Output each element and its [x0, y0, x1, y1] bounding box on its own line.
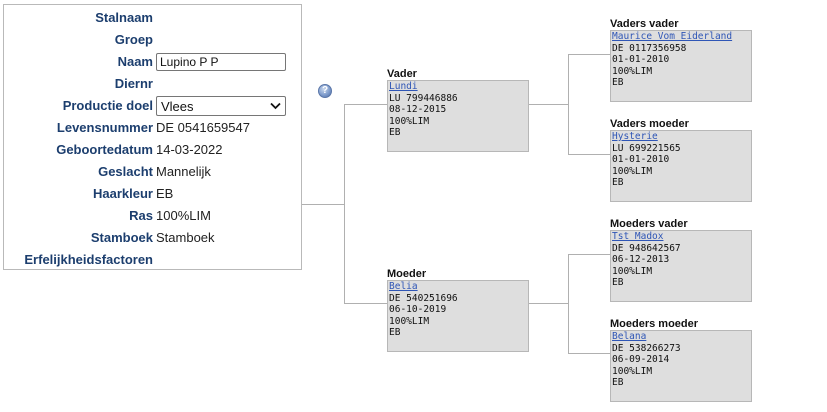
moeders-vader-number: DE 948642567 — [612, 242, 681, 254]
connector-line — [344, 104, 345, 304]
row-geslacht: Geslacht Mannelijk — [4, 161, 301, 183]
erfelijkheidsfactoren-label: Erfelijkheidsfactoren — [24, 252, 153, 267]
vaders-vader-date: 01-01-2010 — [612, 54, 670, 65]
row-productie-doel: Productie doel Vlees — [4, 95, 301, 117]
moeders-moeder-breed: 100%LIM — [612, 365, 653, 377]
vaders-moeder-title: Vaders moeder — [610, 118, 689, 130]
row-erfelijkheidsfactoren: Erfelijkheidsfactoren — [4, 249, 301, 271]
connector-line — [568, 254, 610, 255]
vaders-moeder-date: 01-01-2010 — [612, 154, 670, 165]
moeders-moeder-number: DE 538266273 — [612, 342, 681, 354]
connector-line — [529, 104, 569, 105]
levensnummer-value: DE 0541659547 — [156, 120, 250, 135]
row-naam: Naam — [4, 51, 301, 73]
moeders-moeder-title: Moeders moeder — [610, 318, 699, 330]
moeders-moeder-box: Belana DE 538266273 06-09-2014 100%LIM E… — [610, 330, 752, 402]
geboortedatum-label: Geboortedatum — [56, 142, 153, 157]
moeders-vader-date: 06-12-2013 — [612, 254, 670, 265]
moeders-moeder-date: 06-09-2014 — [612, 354, 670, 365]
moeder-number: DE 540251696 — [389, 292, 458, 304]
stalnaam-label: Stalnaam — [95, 10, 153, 25]
row-ras: Ras 100%LIM — [4, 205, 301, 227]
ras-label: Ras — [129, 208, 153, 223]
vaders-moeder-breed: 100%LIM — [612, 165, 653, 177]
naam-label: Naam — [117, 54, 153, 69]
moeders-vader-breed: 100%LIM — [612, 265, 653, 277]
moeder-breed: 100%LIM — [389, 315, 430, 327]
vader-title: Vader — [387, 68, 417, 80]
moeders-vader-title: Moeders vader — [610, 218, 688, 230]
groep-label: Groep — [114, 32, 153, 47]
connector-line — [529, 303, 569, 304]
stamboek-label: Stamboek — [90, 230, 153, 245]
connector-line — [302, 204, 345, 205]
animal-info-panel: Stalnaam Groep Naam Diernr Productie doe… — [3, 4, 302, 270]
question-icon[interactable]: ? — [318, 84, 332, 98]
moeders-moeder-name-link[interactable]: Belana — [612, 331, 647, 342]
connector-line — [568, 154, 610, 155]
productie-doel-label: Productie doel — [62, 98, 153, 113]
vaders-vader-color: EB — [612, 77, 624, 88]
row-levensnummer: Levensnummer DE 0541659547 — [4, 117, 301, 139]
row-diernr: Diernr — [4, 73, 301, 95]
stamboek-value: Stamboek — [156, 230, 215, 245]
row-stalnaam: Stalnaam — [4, 7, 301, 29]
connector-line — [568, 54, 610, 55]
vaders-moeder-number: LU 699221565 — [612, 142, 681, 154]
vaders-moeder-name-link[interactable]: Hysterie — [612, 131, 658, 142]
connector-line — [568, 353, 610, 354]
ras-value: 100%LIM — [156, 208, 211, 223]
moeders-vader-color: EB — [612, 277, 624, 288]
row-haarkleur: Haarkleur EB — [4, 183, 301, 205]
productie-doel-selected: Vlees — [161, 99, 194, 114]
vader-color: EB — [389, 127, 401, 138]
levensnummer-label: Levensnummer — [56, 120, 153, 135]
moeder-date: 06-10-2019 — [389, 304, 447, 315]
connector-line — [344, 303, 387, 304]
chevron-down-icon — [270, 102, 281, 110]
vaders-moeder-color: EB — [612, 177, 624, 188]
moeder-name-link[interactable]: Belia — [389, 281, 418, 292]
vader-number: LU 799446886 — [389, 92, 458, 104]
row-stamboek: Stamboek Stamboek — [4, 227, 301, 249]
vaders-vader-name-link[interactable]: Maurice Vom Eiderland — [612, 31, 733, 42]
diernr-label: Diernr — [114, 76, 153, 91]
geboortedatum-value: 14-03-2022 — [156, 142, 223, 157]
connector-line — [568, 254, 569, 354]
row-groep: Groep — [4, 29, 301, 51]
vader-name-link[interactable]: Lundi — [389, 81, 418, 92]
vaders-vader-box: Maurice Vom Eiderland DE 0117356958 01-0… — [610, 30, 752, 102]
vaders-vader-breed: 100%LIM — [612, 65, 653, 77]
moeder-color: EB — [389, 327, 401, 338]
vaders-vader-number: DE 0117356958 — [612, 42, 687, 54]
moeder-box: Belia DE 540251696 06-10-2019 100%LIM EB — [387, 280, 529, 352]
moeders-vader-box: Tst Madox DE 948642567 06-12-2013 100%LI… — [610, 230, 752, 302]
productie-doel-select[interactable]: Vlees — [156, 96, 286, 116]
moeder-title: Moeder — [387, 268, 427, 280]
geslacht-label: Geslacht — [98, 164, 153, 179]
vader-breed: 100%LIM — [389, 115, 430, 127]
row-geboortedatum: Geboortedatum 14-03-2022 — [4, 139, 301, 161]
haarkleur-value: EB — [156, 186, 174, 201]
moeders-moeder-color: EB — [612, 377, 624, 388]
haarkleur-label: Haarkleur — [93, 186, 153, 201]
vader-date: 08-12-2015 — [389, 104, 447, 115]
vaders-moeder-box: Hysterie LU 699221565 01-01-2010 100%LIM… — [610, 130, 752, 202]
connector-line — [568, 54, 569, 155]
geslacht-value: Mannelijk — [156, 164, 211, 179]
connector-line — [344, 104, 387, 105]
moeders-vader-name-link[interactable]: Tst Madox — [612, 231, 664, 242]
vader-box: Lundi LU 799446886 08-12-2015 100%LIM EB — [387, 80, 529, 152]
vaders-vader-title: Vaders vader — [610, 18, 679, 30]
naam-input[interactable] — [156, 53, 286, 71]
